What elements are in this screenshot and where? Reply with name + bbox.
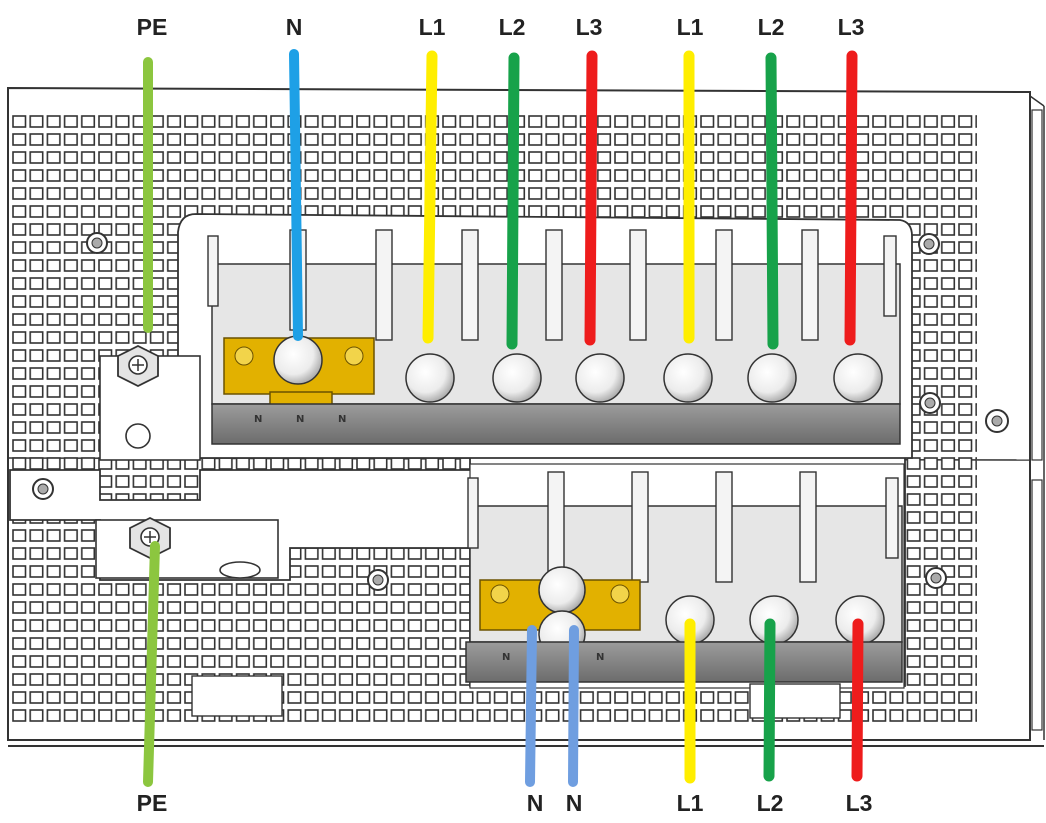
wire-n-bottom-a [525, 625, 537, 787]
upper-block-marking-n: N [296, 414, 304, 425]
label-l3-top-a: L3 [575, 14, 603, 40]
label-l1-top-a: L1 [418, 14, 446, 40]
label-l3-bottom: L3 [845, 790, 873, 816]
screw [925, 567, 947, 589]
screw [86, 232, 108, 254]
label-pe-bottom: PE [136, 790, 168, 816]
wire-l3-top-b [844, 50, 858, 346]
wire-n-top [289, 49, 303, 341]
label-l2-bottom: L2 [756, 790, 784, 816]
screw [919, 392, 941, 414]
wire-l3-bottom [851, 618, 864, 782]
wire-pe-bottom [143, 541, 160, 787]
upper-terminal-block: N N N [207, 229, 901, 445]
wire-l2-bottom [763, 618, 776, 782]
upper-mounting-rail [211, 403, 901, 445]
screw [32, 478, 54, 500]
pe-ground-stud-lower [129, 516, 261, 579]
upper-block-marking-n: N [338, 414, 346, 425]
screw [918, 233, 940, 255]
lower-mounting-rail [465, 641, 903, 683]
wire-n-bottom-b [568, 625, 579, 787]
screw [985, 409, 1009, 433]
upper-block-marking-n: N [254, 414, 262, 425]
lower-block-marking-n: N [502, 652, 510, 663]
label-n-top: N [285, 14, 303, 40]
label-n-bottom-a: N [526, 790, 544, 816]
screw [367, 569, 389, 591]
mounting-screws [32, 232, 1009, 663]
lower-block-posts [467, 471, 899, 583]
label-l2-top-b: L2 [757, 14, 785, 40]
label-pe-top: PE [136, 14, 168, 40]
wire-l2-top-a [506, 52, 520, 350]
label-l1-top-b: L1 [676, 14, 704, 40]
wires [143, 49, 864, 787]
lower-terminal-block: N N [465, 471, 903, 683]
lower-block-marking-n: N [596, 652, 604, 663]
label-l3-top-b: L3 [837, 14, 865, 40]
pe-ground-stud-upper [117, 344, 159, 449]
wire-l3-top-a [584, 50, 598, 346]
label-l2-top-a: L2 [498, 14, 526, 40]
label-l1-bottom: L1 [676, 790, 704, 816]
wire-l2-top-b [765, 52, 779, 350]
label-n-bottom-b: N [565, 790, 583, 816]
upper-terminal-caps [273, 335, 883, 403]
wire-l1-top-a [422, 50, 438, 344]
